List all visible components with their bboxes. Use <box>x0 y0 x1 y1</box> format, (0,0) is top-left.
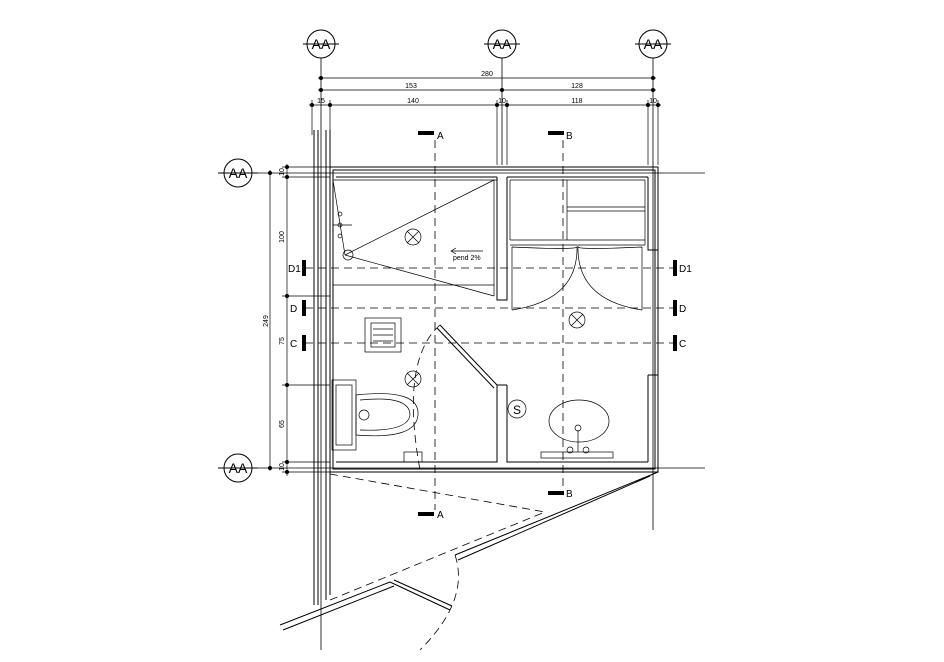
section-mark-d-left: D <box>290 300 306 316</box>
svg-text:B: B <box>566 131 573 142</box>
svg-text:AA: AA <box>229 460 248 476</box>
section-mark-b-bottom: B <box>548 489 573 500</box>
svg-text:A: A <box>437 510 444 521</box>
section-mark-c-left: C <box>290 335 306 351</box>
svg-text:D1: D1 <box>288 264 301 275</box>
shower-valve-icon <box>333 211 352 239</box>
door-swing <box>412 324 498 471</box>
svg-text:15: 15 <box>317 98 325 105</box>
section-mark-d-right: D <box>673 300 686 316</box>
ceiling-light-icon <box>404 228 422 246</box>
walls <box>279 130 659 631</box>
section-mark-c-right: C <box>673 335 686 351</box>
grid-bubble-top-center: AA <box>484 29 520 59</box>
grid-bubble-top-right: AA <box>635 29 671 59</box>
svg-text:D1: D1 <box>679 264 692 275</box>
entrance-door <box>329 473 546 651</box>
svg-text:118: 118 <box>571 98 582 105</box>
section-mark-a-bottom: A <box>418 510 444 521</box>
svg-text:B: B <box>566 489 573 500</box>
section-mark-d1-right: D1 <box>673 260 692 276</box>
svg-text:65: 65 <box>279 420 286 428</box>
svg-text:140: 140 <box>407 98 419 105</box>
svg-text:249: 249 <box>263 315 270 327</box>
ceiling-light-icon <box>404 370 422 388</box>
svg-text:AA: AA <box>493 36 512 52</box>
svg-text:C: C <box>679 339 686 350</box>
svg-text:10: 10 <box>498 98 506 105</box>
svg-text:75: 75 <box>279 337 286 345</box>
svg-text:AA: AA <box>312 36 331 52</box>
slope-label: pend 2% <box>453 255 481 262</box>
vertical-dimensions: 249 10 100 75 65 10 <box>263 164 330 476</box>
slope-arrow-icon <box>450 247 483 255</box>
grid-bubble-left-top: AA <box>218 158 258 188</box>
toilet-room: S <box>331 379 614 463</box>
svg-text:D: D <box>290 304 297 315</box>
closet <box>509 179 646 329</box>
svg-text:153: 153 <box>405 83 417 90</box>
horizontal-dimensions: 280 153 128 15 140 10 118 10 <box>309 71 661 165</box>
svg-text:A: A <box>437 131 444 142</box>
section-mark-d1-left: D1 <box>288 260 306 276</box>
symbol-s: S <box>507 399 527 419</box>
section-mark-a-top: A <box>418 131 444 142</box>
sink-icon <box>540 399 614 459</box>
section-lines <box>305 140 678 510</box>
svg-text:10: 10 <box>279 168 286 176</box>
middle-area <box>364 317 498 471</box>
svg-text:128: 128 <box>571 83 583 90</box>
toilet-icon <box>331 379 419 451</box>
vent-grille-icon <box>364 317 402 353</box>
svg-text:AA: AA <box>229 165 248 181</box>
svg-text:100: 100 <box>279 231 286 243</box>
svg-text:S: S <box>513 403 521 417</box>
svg-text:10: 10 <box>649 98 657 105</box>
grid-bubble-top-left: AA <box>303 29 339 59</box>
grid-bubble-left-bottom: AA <box>218 453 258 483</box>
svg-text:C: C <box>290 339 297 350</box>
svg-text:280: 280 <box>481 71 493 78</box>
svg-text:10: 10 <box>279 463 286 471</box>
grid-axes <box>252 58 705 650</box>
svg-text:AA: AA <box>644 36 663 52</box>
section-mark-b-top: B <box>548 131 573 142</box>
shower-area: pend 2% <box>332 179 497 297</box>
svg-text:D: D <box>679 304 686 315</box>
ceiling-light-icon <box>568 311 586 329</box>
